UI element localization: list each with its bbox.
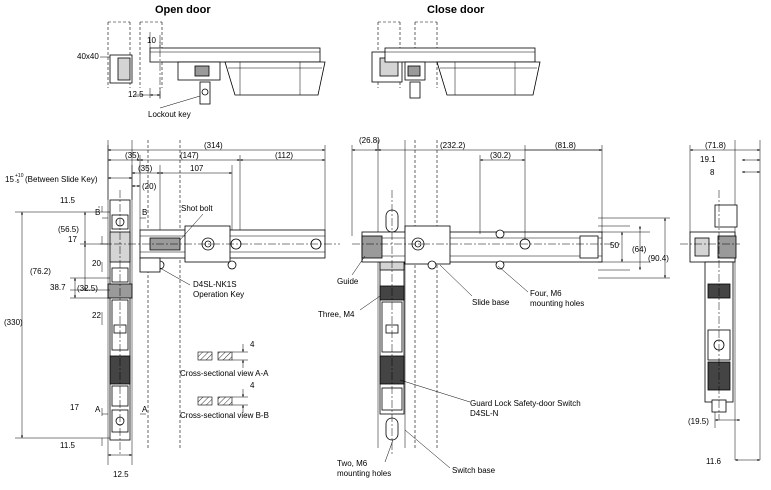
dim-19-1: 19.1 (700, 155, 716, 164)
dim-15: 15 (5, 175, 14, 184)
dim-314: (314) (204, 141, 223, 150)
dim-38-7: 38.7 (50, 283, 66, 292)
dim-section-4-a: 4 (250, 340, 255, 349)
label-between-slide-key: (Between Slide Key) (25, 175, 98, 184)
label-three-m4: Three, M4 (318, 310, 355, 319)
dim-11-5-bottom: 11.5 (60, 441, 76, 450)
dim-11-6: 11.6 (706, 457, 722, 466)
label-four-m6-line1: Four, M6 (530, 289, 562, 298)
dim-81-8: (81.8) (555, 141, 576, 150)
dim-17-bottom: 17 (70, 403, 79, 412)
dim-71-8: (71.8) (705, 141, 726, 150)
dim-top-40x40: 40x40 (77, 52, 99, 61)
label-section-b: Cross-sectional view B-B (180, 411, 269, 420)
dim-top-10: 10 (147, 36, 156, 45)
cross-section-a (197, 344, 248, 368)
dim-76-2: (76.2) (30, 267, 51, 276)
label-shot-bolt: Shot bolt (181, 204, 213, 213)
mark-a-right: A (142, 405, 148, 414)
dim-22: 22 (92, 311, 101, 320)
dim-50: 50 (610, 241, 619, 250)
side-view (680, 140, 761, 461)
front-view (15, 140, 340, 465)
close-door-front-view (351, 140, 670, 469)
dim-11-5-top: 11.5 (60, 196, 76, 205)
label-guide: Guide (337, 277, 359, 286)
label-operation-key: Operation Key (193, 290, 244, 299)
label-slide-base: Slide base (472, 298, 510, 307)
label-two-m6-line1: Two, M6 (337, 459, 368, 468)
dim-19-5: (19.5) (688, 417, 709, 426)
label-guard-lock-line1: Guard Lock Safety-door Switch (470, 399, 581, 408)
dim-20-horiz: (20) (142, 182, 157, 191)
dim-20-vert: 20 (92, 259, 101, 268)
dim-8: 8 (710, 168, 715, 177)
mark-b-right: B (142, 208, 147, 217)
label-four-m6-line2: mounting holes (530, 299, 584, 308)
dim-15-tol-lower: -5 (15, 179, 20, 185)
label-operation-key-model: D4SL-NK1S (193, 280, 237, 289)
open-door-view (100, 21, 326, 109)
label-lockout-key: Lockout key (148, 110, 191, 119)
dim-90-4: (90.4) (648, 254, 669, 263)
dim-56-5: (56.5) (58, 225, 79, 234)
heading-open-door: Open door (155, 4, 211, 16)
dim-32-5: (32.5) (77, 284, 98, 293)
label-two-m6-line2: mounting holes (337, 469, 391, 478)
cross-section-b (197, 389, 248, 413)
dim-17-top: 17 (68, 235, 77, 244)
dim-section-4-b: 4 (250, 381, 255, 390)
label-guard-lock-line2: D4SL-N (470, 409, 499, 418)
dim-107: 107 (190, 164, 204, 173)
dim-15-tol-upper: +10 (15, 173, 24, 179)
dim-112: (112) (275, 151, 293, 160)
dim-64: (64) (632, 245, 647, 254)
dim-147: (147) (180, 151, 199, 160)
dim-330: (330) (4, 318, 23, 327)
mark-b-left: B (95, 208, 100, 217)
dim-30-2: (30.2) (490, 151, 511, 160)
dim-35-top: (35) (125, 151, 140, 160)
dim-12-5-bottom: 12.5 (113, 470, 129, 479)
label-section-a: Cross-sectional view A-A (180, 369, 269, 378)
dim-26-8: (26.8) (359, 136, 380, 145)
mark-a-left: A (95, 405, 101, 414)
close-door-view (371, 21, 541, 99)
dim-top-12-5: 12.5 (128, 90, 144, 99)
heading-close-door: Close door (427, 4, 485, 16)
dim-232-2: (232.2) (440, 141, 466, 150)
label-switch-base: Switch base (452, 466, 496, 475)
dim-35-mid: (35) (138, 164, 153, 173)
